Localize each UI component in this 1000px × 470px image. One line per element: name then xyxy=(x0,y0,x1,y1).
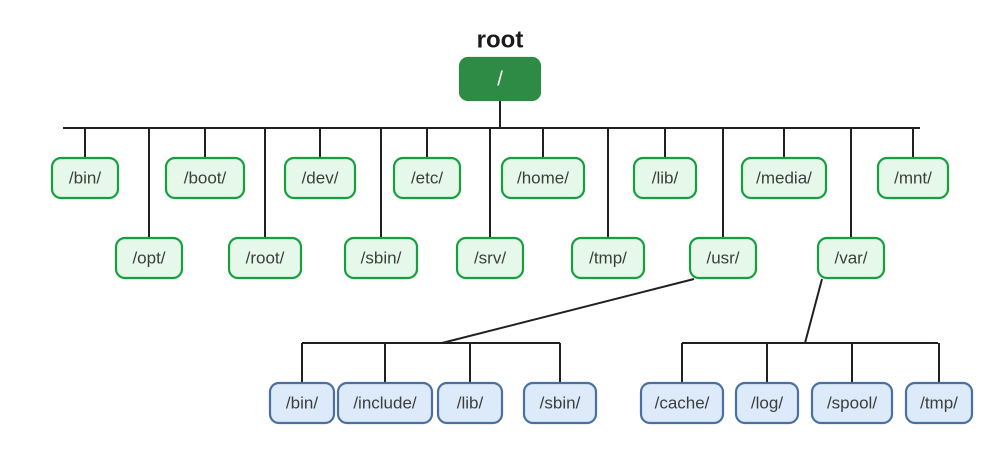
node-label: /usr/ xyxy=(706,248,739,267)
node-shape xyxy=(688,236,758,280)
node-label: /sbin/ xyxy=(540,393,581,412)
node-label: /mnt/ xyxy=(894,168,932,187)
node-label: /var/ xyxy=(834,248,867,267)
node-shape xyxy=(500,156,586,200)
tree-node-log[interactable]: /log/ xyxy=(734,381,800,425)
node-label: / xyxy=(497,68,503,90)
node-shape xyxy=(876,156,950,200)
tree-node-opt[interactable]: /opt/ xyxy=(114,236,184,280)
tree-node-tmp[interactable]: /tmp/ xyxy=(904,381,974,425)
node-label: /opt/ xyxy=(132,248,165,267)
node-shape xyxy=(522,381,598,425)
tree-node-lib[interactable]: /lib/ xyxy=(436,381,504,425)
node-label: /boot/ xyxy=(184,168,227,187)
tree-node-boot[interactable]: /boot/ xyxy=(164,156,246,200)
tree-node-home[interactable]: /home/ xyxy=(500,156,586,200)
tree-node-sbin[interactable]: /sbin/ xyxy=(343,236,419,280)
node-shape xyxy=(164,156,246,200)
node-label: /root/ xyxy=(246,248,285,267)
node-label: /lib/ xyxy=(652,168,679,187)
var-diagonal xyxy=(804,278,823,344)
node-label: /media/ xyxy=(756,168,812,187)
node-shape xyxy=(816,236,886,280)
tree-node-media[interactable]: /media/ xyxy=(740,156,828,200)
tree-node-spool[interactable]: /spool/ xyxy=(810,381,894,425)
tree-node-[interactable]: / xyxy=(458,56,542,102)
tree-node-lib[interactable]: /lib/ xyxy=(632,156,698,200)
page-title: root xyxy=(477,26,524,53)
node-shape xyxy=(455,236,525,280)
tree-node-usr[interactable]: /usr/ xyxy=(688,236,758,280)
node-label: /bin/ xyxy=(286,393,318,412)
node-shape xyxy=(810,381,894,425)
node-label: /sbin/ xyxy=(361,248,402,267)
node-label: /bin/ xyxy=(69,168,101,187)
node-shape xyxy=(343,236,419,280)
node-shape xyxy=(114,236,184,280)
tree-node-dev[interactable]: /dev/ xyxy=(283,156,357,200)
node-shape xyxy=(904,381,974,425)
tree-node-tmp[interactable]: /tmp/ xyxy=(570,236,646,280)
node-shape xyxy=(227,236,303,280)
node-label: /include/ xyxy=(353,393,417,412)
node-shape xyxy=(50,156,120,200)
tree-node-etc[interactable]: /etc/ xyxy=(392,156,462,200)
tree-node-srv[interactable]: /srv/ xyxy=(455,236,525,280)
node-label: /lib/ xyxy=(457,393,484,412)
tree-node-sbin[interactable]: /sbin/ xyxy=(522,381,598,425)
tree-node-var[interactable]: /var/ xyxy=(816,236,886,280)
node-shape xyxy=(268,381,336,425)
node-shape xyxy=(392,156,462,200)
tree-node-bin[interactable]: /bin/ xyxy=(50,156,120,200)
node-label: /etc/ xyxy=(411,168,443,187)
tree-node-cache[interactable]: /cache/ xyxy=(639,381,725,425)
node-label: /home/ xyxy=(517,168,569,187)
node-shape xyxy=(336,381,434,425)
node-label: /cache/ xyxy=(655,393,710,412)
node-shape xyxy=(570,236,646,280)
node-label: /tmp/ xyxy=(589,248,627,267)
node-shape xyxy=(632,156,698,200)
tree-node-include[interactable]: /include/ xyxy=(336,381,434,425)
tree-node-root[interactable]: /root/ xyxy=(227,236,303,280)
node-layer: / /bin/ /boot/ /dev/ /etc/ /home/ /lib/ /media/… xyxy=(50,56,974,425)
tree-node-mnt[interactable]: /mnt/ xyxy=(876,156,950,200)
node-shape xyxy=(458,56,542,102)
node-shape xyxy=(436,381,504,425)
node-label: /log/ xyxy=(751,393,783,412)
node-label: /spool/ xyxy=(827,393,877,412)
tree-node-bin[interactable]: /bin/ xyxy=(268,381,336,425)
node-shape xyxy=(734,381,800,425)
connector-layer xyxy=(63,100,940,383)
node-label: /dev/ xyxy=(302,168,339,187)
node-shape xyxy=(740,156,828,200)
node-label: /tmp/ xyxy=(920,393,958,412)
node-shape xyxy=(639,381,725,425)
node-label: /srv/ xyxy=(474,248,506,267)
node-shape xyxy=(283,156,357,200)
usr-diagonal xyxy=(441,278,695,344)
